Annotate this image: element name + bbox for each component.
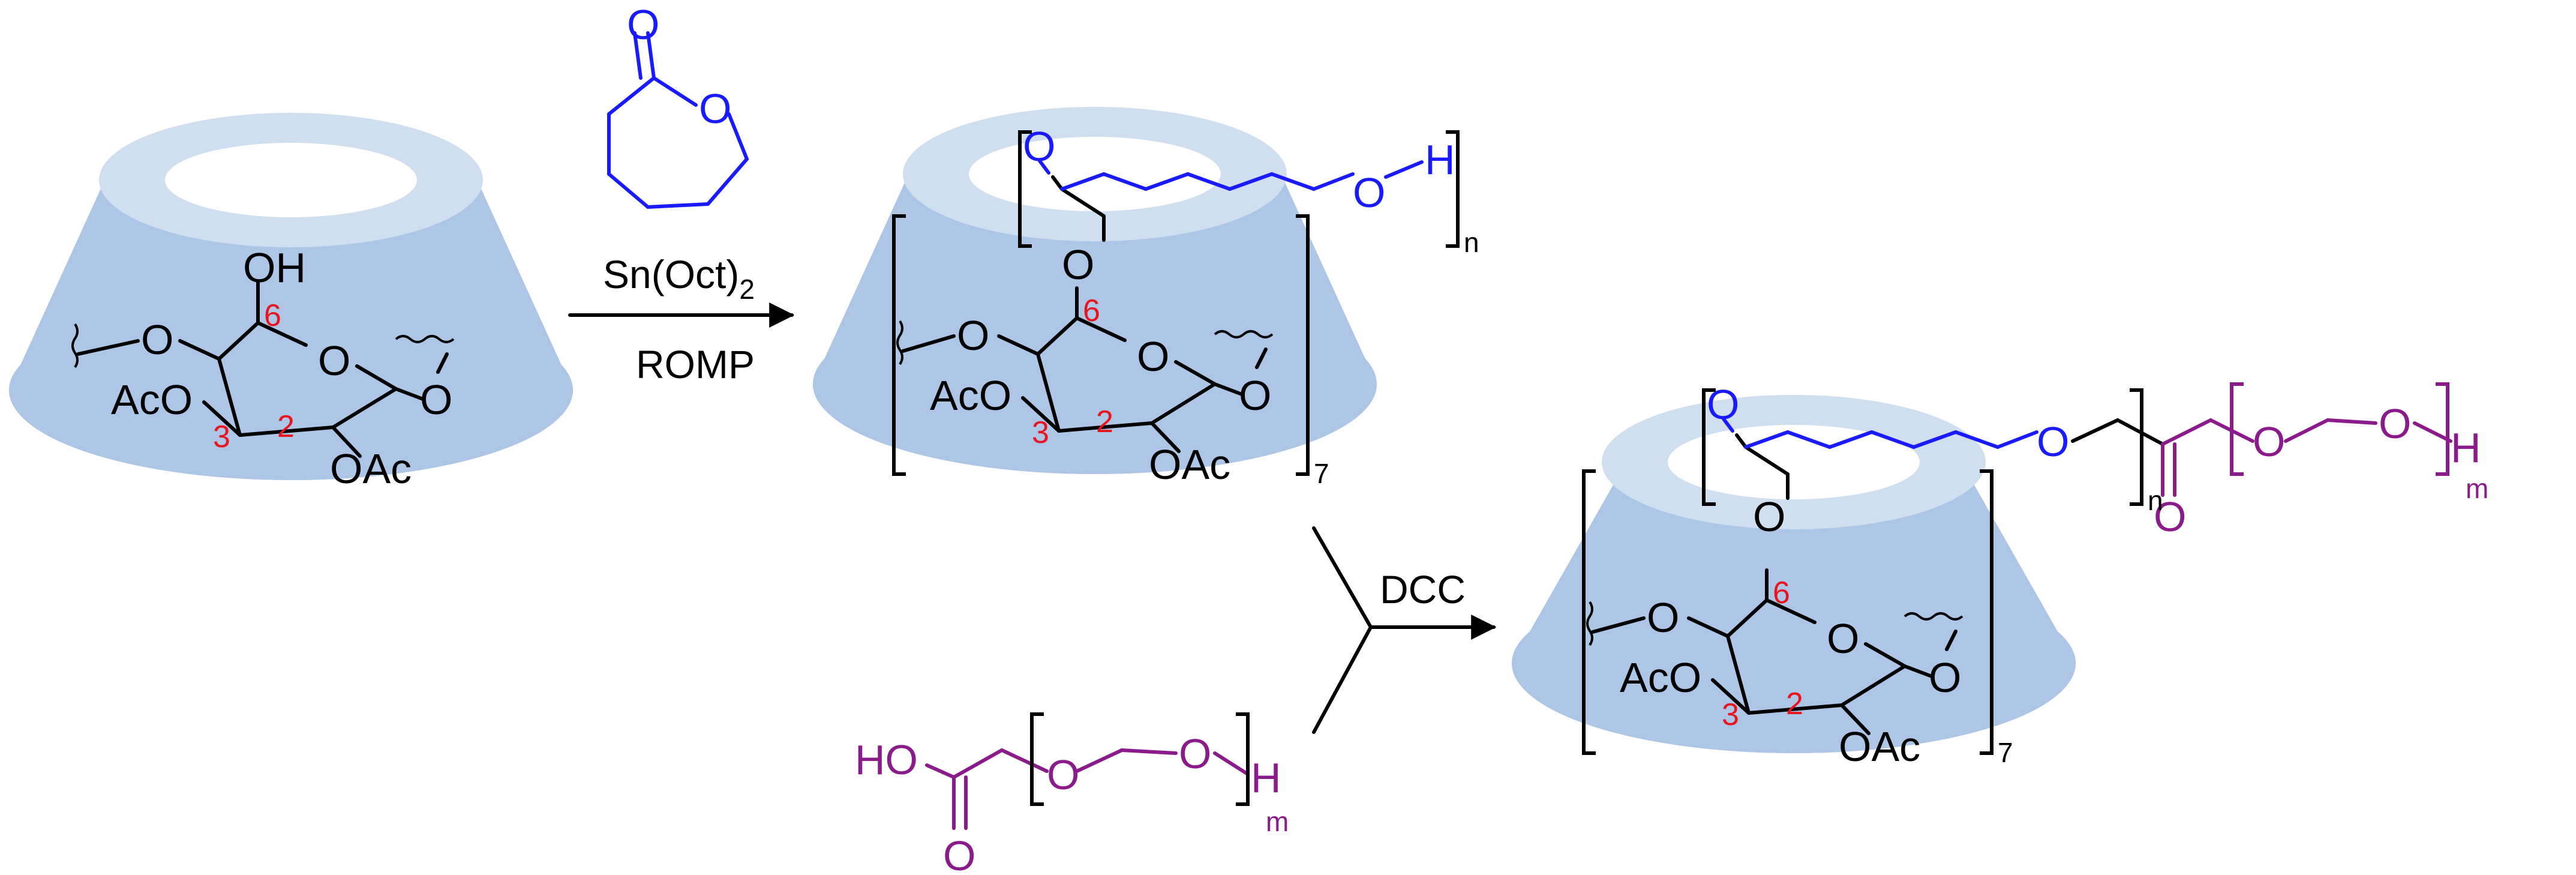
repeat-7-label: 7 [1314,458,1329,489]
terminal-hydrogen-label: H [1425,136,1455,183]
carbonyl-oxygen-label: O [1707,381,1739,428]
outer-brackets-2: 7 [892,214,1329,489]
ring-oxygen-label: O [699,85,731,132]
repeat-n-label: n [2148,485,2163,516]
oxygen-label: O [141,316,173,363]
repeat-n-label: n [1464,227,1479,258]
reaction-arrow-2: DCC [1312,526,1497,734]
terminal-oxygen-label: O [1179,730,1211,777]
pcl-peg-chain-3: O O O O O H n m [1702,381,2488,540]
position-3-label: 3 [1032,415,1049,450]
acetoxy-label: AcO [1620,654,1701,701]
acetoxy-label: OAc [1839,723,1920,770]
repeat-m-label: m [2466,473,2488,504]
carbonyl-oxygen-label: O [943,832,975,875]
position-2-label: 2 [277,409,295,444]
oxygen-label: O [318,337,350,384]
cyclodextrin-cone-1 [9,113,573,480]
oxygen-label: O [1137,333,1169,380]
oxygen-label: O [1647,594,1679,641]
ether-oxygen-label: O [1047,751,1079,798]
position-6-label: 6 [1083,293,1100,328]
glucose-unit-1: OH O O O AcO OAc 6 3 2 [71,244,455,492]
position-6-label: 6 [264,298,281,333]
cyclodextrin-cone-3 [1512,395,2076,753]
ester-oxygen-label: O [2037,418,2069,465]
carbonyl-oxygen-label: O [1023,123,1055,170]
position-3-label: 3 [1722,697,1739,732]
glucose-unit-2: O O O O AcO OAc 6 3 2 [896,241,1274,488]
acetoxy-label: AcO [111,376,193,423]
position-3-label: 3 [213,419,230,454]
acetoxy-label: OAc [1149,441,1230,488]
reaction-arrow-1: Sn(Oct)2 ROMP [568,252,795,386]
repeat-7-label: 7 [1998,737,2013,768]
catalyst-label: Sn(Oct)2 [603,252,755,305]
terminal-oxygen-label: O [2379,400,2411,447]
repeat-m-label: m [1266,806,1289,837]
hydroxyl-label: OH [243,244,306,291]
oxygen-label: O [420,376,452,423]
acetoxy-label: OAc [330,445,412,492]
oxygen-label: O [1239,372,1271,419]
position-2-label: 2 [1786,687,1803,721]
carbonyl-oxygen-label: O [2154,493,2186,540]
ether-oxygen-label: O [2253,418,2285,465]
terminal-hydrogen-label: H [2451,424,2481,471]
carbonyl-oxygen-label: O [627,1,659,48]
oxygen-label: O [1827,615,1859,662]
method-label: ROMP [636,342,755,386]
acid-head-label: HO [855,736,918,783]
peg-acid-reagent: HO O O O H m [855,712,1289,875]
outer-brackets-3: 7 [1582,469,2013,768]
position-2-label: 2 [1096,404,1113,439]
acetoxy-label: AcO [930,372,1011,419]
pcl-chain-2: O O H n [1018,123,1479,258]
coupling-reagent-label: DCC [1380,567,1466,612]
caprolactone-monomer: O O [607,1,749,209]
oxygen-label: O [957,312,989,359]
cyclodextrin-cone-2 [813,107,1377,474]
oxygen-label: O [1062,241,1094,288]
terminal-hydrogen-label: H [1251,754,1281,801]
oxygen-label: O [1929,654,1961,701]
glucose-unit-3: O O O O AcO OAc 6 3 2 [1586,493,1963,770]
ester-oxygen-label: O [1353,169,1385,216]
position-6-label: 6 [1773,576,1790,610]
oxygen-label: O [1753,493,1785,540]
